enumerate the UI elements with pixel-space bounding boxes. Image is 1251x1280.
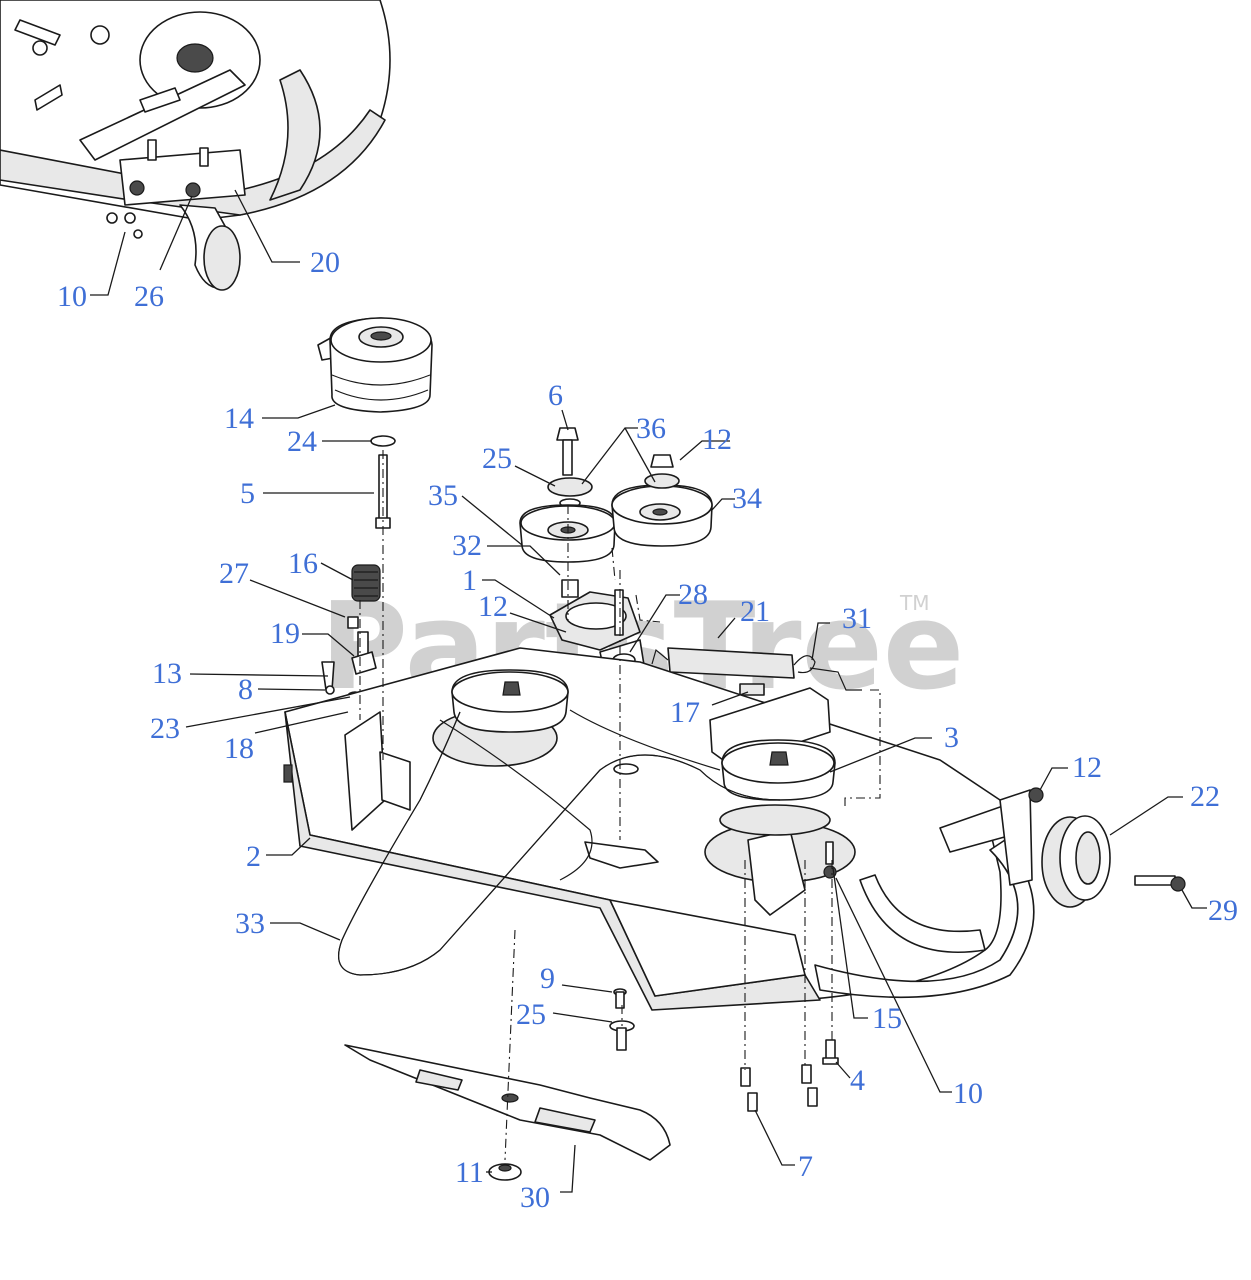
- spring-16: [351, 564, 381, 602]
- spindle-bolts-7: [740, 1064, 818, 1112]
- callout-1: 1: [462, 564, 477, 597]
- callout-21: 21: [740, 595, 770, 628]
- callout-9: 9: [540, 962, 555, 995]
- callout-22: 22: [1190, 780, 1220, 813]
- callout-7: 7: [798, 1150, 813, 1183]
- callout-numbers: 10 26 20 14 24 5 6 36 12 25 35 34 32 16 …: [57, 246, 1238, 1214]
- callout-19: 19: [270, 617, 300, 650]
- callout-35: 35: [428, 479, 458, 512]
- cotter-8: [325, 685, 335, 695]
- spindle-pulley-left: [451, 669, 569, 733]
- adjuster-arm-19: [351, 631, 377, 675]
- callout-10-lower: 10: [953, 1077, 983, 1110]
- callout-12-wheel: 12: [1072, 751, 1102, 784]
- callout-32: 32: [452, 529, 482, 562]
- callout-31: 31: [842, 602, 872, 635]
- callout-26: 26: [134, 280, 164, 313]
- callout-16: 16: [288, 547, 318, 580]
- assembly-centerlines: [359, 450, 881, 1161]
- callout-27: 27: [219, 557, 249, 590]
- callout-4: 4: [850, 1064, 865, 1097]
- bolt-15: [825, 841, 834, 865]
- bolt-9: [613, 988, 627, 1009]
- washer-24: [370, 435, 396, 447]
- callout-24: 24: [287, 425, 317, 458]
- callout-10-inset: 10: [57, 280, 87, 313]
- pto-clutch: [317, 317, 433, 413]
- callout-6: 6: [548, 379, 563, 412]
- watermark-trademark: TM: [899, 591, 929, 615]
- callout-18: 18: [224, 732, 254, 765]
- callout-12-bracket: 12: [478, 590, 508, 623]
- nut-12-top: [650, 454, 674, 468]
- bolt-4: [822, 1039, 839, 1065]
- callout-17: 17: [670, 696, 700, 729]
- bolt-6: [556, 427, 579, 476]
- bolt-27: [347, 616, 359, 629]
- deck-belt-33-inner: [338, 711, 781, 976]
- shoulder-bolt-29: [1134, 875, 1186, 892]
- spacer-32: [561, 579, 579, 598]
- inset-deck-underside: [0, 0, 391, 291]
- callout-11: 11: [455, 1156, 484, 1189]
- callout-33: 33: [235, 907, 265, 940]
- callout-23: 23: [150, 712, 180, 745]
- bearing-36a: [547, 477, 593, 497]
- callout-29: 29: [1208, 894, 1238, 927]
- callout-3: 3: [944, 721, 959, 754]
- nut-12-wheel: [1028, 787, 1044, 803]
- v-idler-34: [611, 484, 713, 547]
- idler-spring-21: [651, 647, 816, 679]
- callout-25-top: 25: [482, 442, 512, 475]
- callout-28: 28: [678, 578, 708, 611]
- callout-25-lower: 25: [516, 998, 546, 1031]
- spindle-pulley-3: [719, 739, 836, 836]
- callout-leaders: [90, 189, 1207, 1193]
- callout-34: 34: [732, 482, 762, 515]
- callout-13: 13: [152, 657, 182, 690]
- blade-nut-11: [488, 1163, 522, 1181]
- decal-17b: [739, 683, 765, 696]
- spring-hook-31: [809, 667, 862, 691]
- gauge-wheel-22: [1041, 815, 1111, 908]
- callout-15: 15: [872, 1002, 902, 1035]
- callout-5: 5: [240, 477, 255, 510]
- callout-8: 8: [238, 673, 253, 706]
- callout-20: 20: [310, 246, 340, 279]
- callout-36: 36: [636, 412, 666, 445]
- callout-12-top: 12: [702, 423, 732, 456]
- callout-2: 2: [246, 840, 261, 873]
- callout-14: 14: [224, 402, 254, 435]
- bearing-36b: [644, 473, 680, 489]
- callout-30: 30: [520, 1181, 550, 1214]
